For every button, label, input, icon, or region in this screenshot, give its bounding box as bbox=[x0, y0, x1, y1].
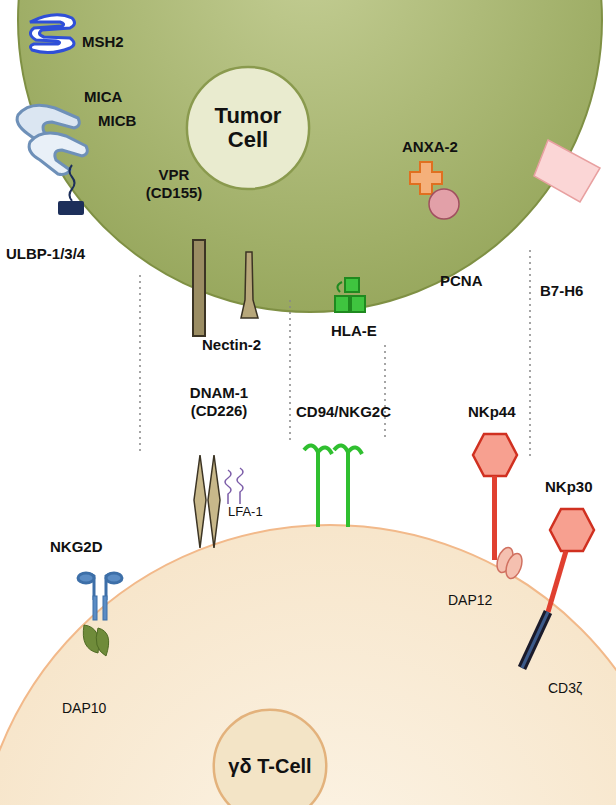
nucleus-shape bbox=[214, 710, 327, 805]
ulbp-protein bbox=[58, 201, 84, 215]
nucleus-label: γδ T-Cell bbox=[228, 755, 311, 777]
tumor-cell-body bbox=[18, 0, 602, 312]
molecule-label: PCNA bbox=[440, 272, 483, 290]
lfa1-integrin bbox=[225, 468, 243, 504]
dnam1-receptor bbox=[194, 455, 220, 548]
cd94-nkg2c-receptor bbox=[304, 445, 362, 527]
molecule-label: NKG2D bbox=[50, 538, 103, 556]
nucleus-circle: Tumor Cell bbox=[185, 65, 311, 191]
molecule-label: DAP12 bbox=[448, 592, 492, 609]
cd155-protein bbox=[193, 240, 205, 336]
molecule-label: MSH2 bbox=[82, 33, 124, 51]
molecule-label: ULBP-1/3/4 bbox=[6, 245, 85, 263]
mica-micb-proteins bbox=[17, 105, 87, 174]
pcna-protein bbox=[429, 189, 459, 219]
molecule-label: MICA bbox=[84, 88, 122, 106]
anxa2-protein bbox=[410, 162, 442, 194]
dap12-adaptor bbox=[494, 545, 525, 580]
cd3z-chain-core bbox=[522, 612, 548, 668]
nkp30-stalk bbox=[548, 551, 566, 612]
nucleus-circle: γδ T-Cell bbox=[212, 708, 328, 805]
nkp44-head bbox=[473, 434, 517, 476]
nucleus-shape bbox=[187, 67, 309, 189]
molecule-label: ANXA-2 bbox=[402, 138, 458, 156]
nucleus-label: Tumor Cell bbox=[193, 104, 303, 152]
hla-e-peptide bbox=[337, 282, 342, 292]
nucleus-text-holder: Tumor Cell bbox=[193, 104, 303, 152]
nucleus-text-holder: γδ T-Cell bbox=[228, 755, 311, 777]
molecule-label: CD3ζ bbox=[548, 680, 582, 697]
molecule-label: CD94/NKG2C bbox=[296, 403, 391, 421]
molecule-label: B7-H6 bbox=[540, 282, 583, 300]
molecule-label: MICB bbox=[98, 112, 136, 130]
nkg2d-receptor bbox=[78, 573, 122, 620]
molecule-label: DAP10 bbox=[62, 700, 106, 717]
molecule-label: Nectin-2 bbox=[202, 336, 261, 354]
nkp30-head bbox=[550, 509, 594, 551]
cd3z-chain bbox=[522, 612, 548, 668]
molecule-label: NKp44 bbox=[468, 403, 516, 421]
molecule-label: VPR (CD155) bbox=[140, 166, 208, 202]
nectin2-protein bbox=[241, 252, 258, 318]
b7h6-protein bbox=[534, 140, 600, 202]
msh2-protein bbox=[30, 15, 75, 53]
molecule-label: DNAM-1 (CD226) bbox=[176, 384, 262, 420]
molecule-label: NKp30 bbox=[545, 478, 593, 496]
ulbp-anchor bbox=[70, 165, 75, 201]
nkp44-stalk bbox=[492, 476, 497, 560]
dap10-adaptor bbox=[83, 625, 108, 656]
t-cell-body bbox=[0, 525, 616, 805]
molecule-label: LFA-1 bbox=[228, 504, 263, 520]
molecule-label: HLA-E bbox=[331, 322, 377, 340]
hla-e-protein bbox=[335, 278, 365, 312]
